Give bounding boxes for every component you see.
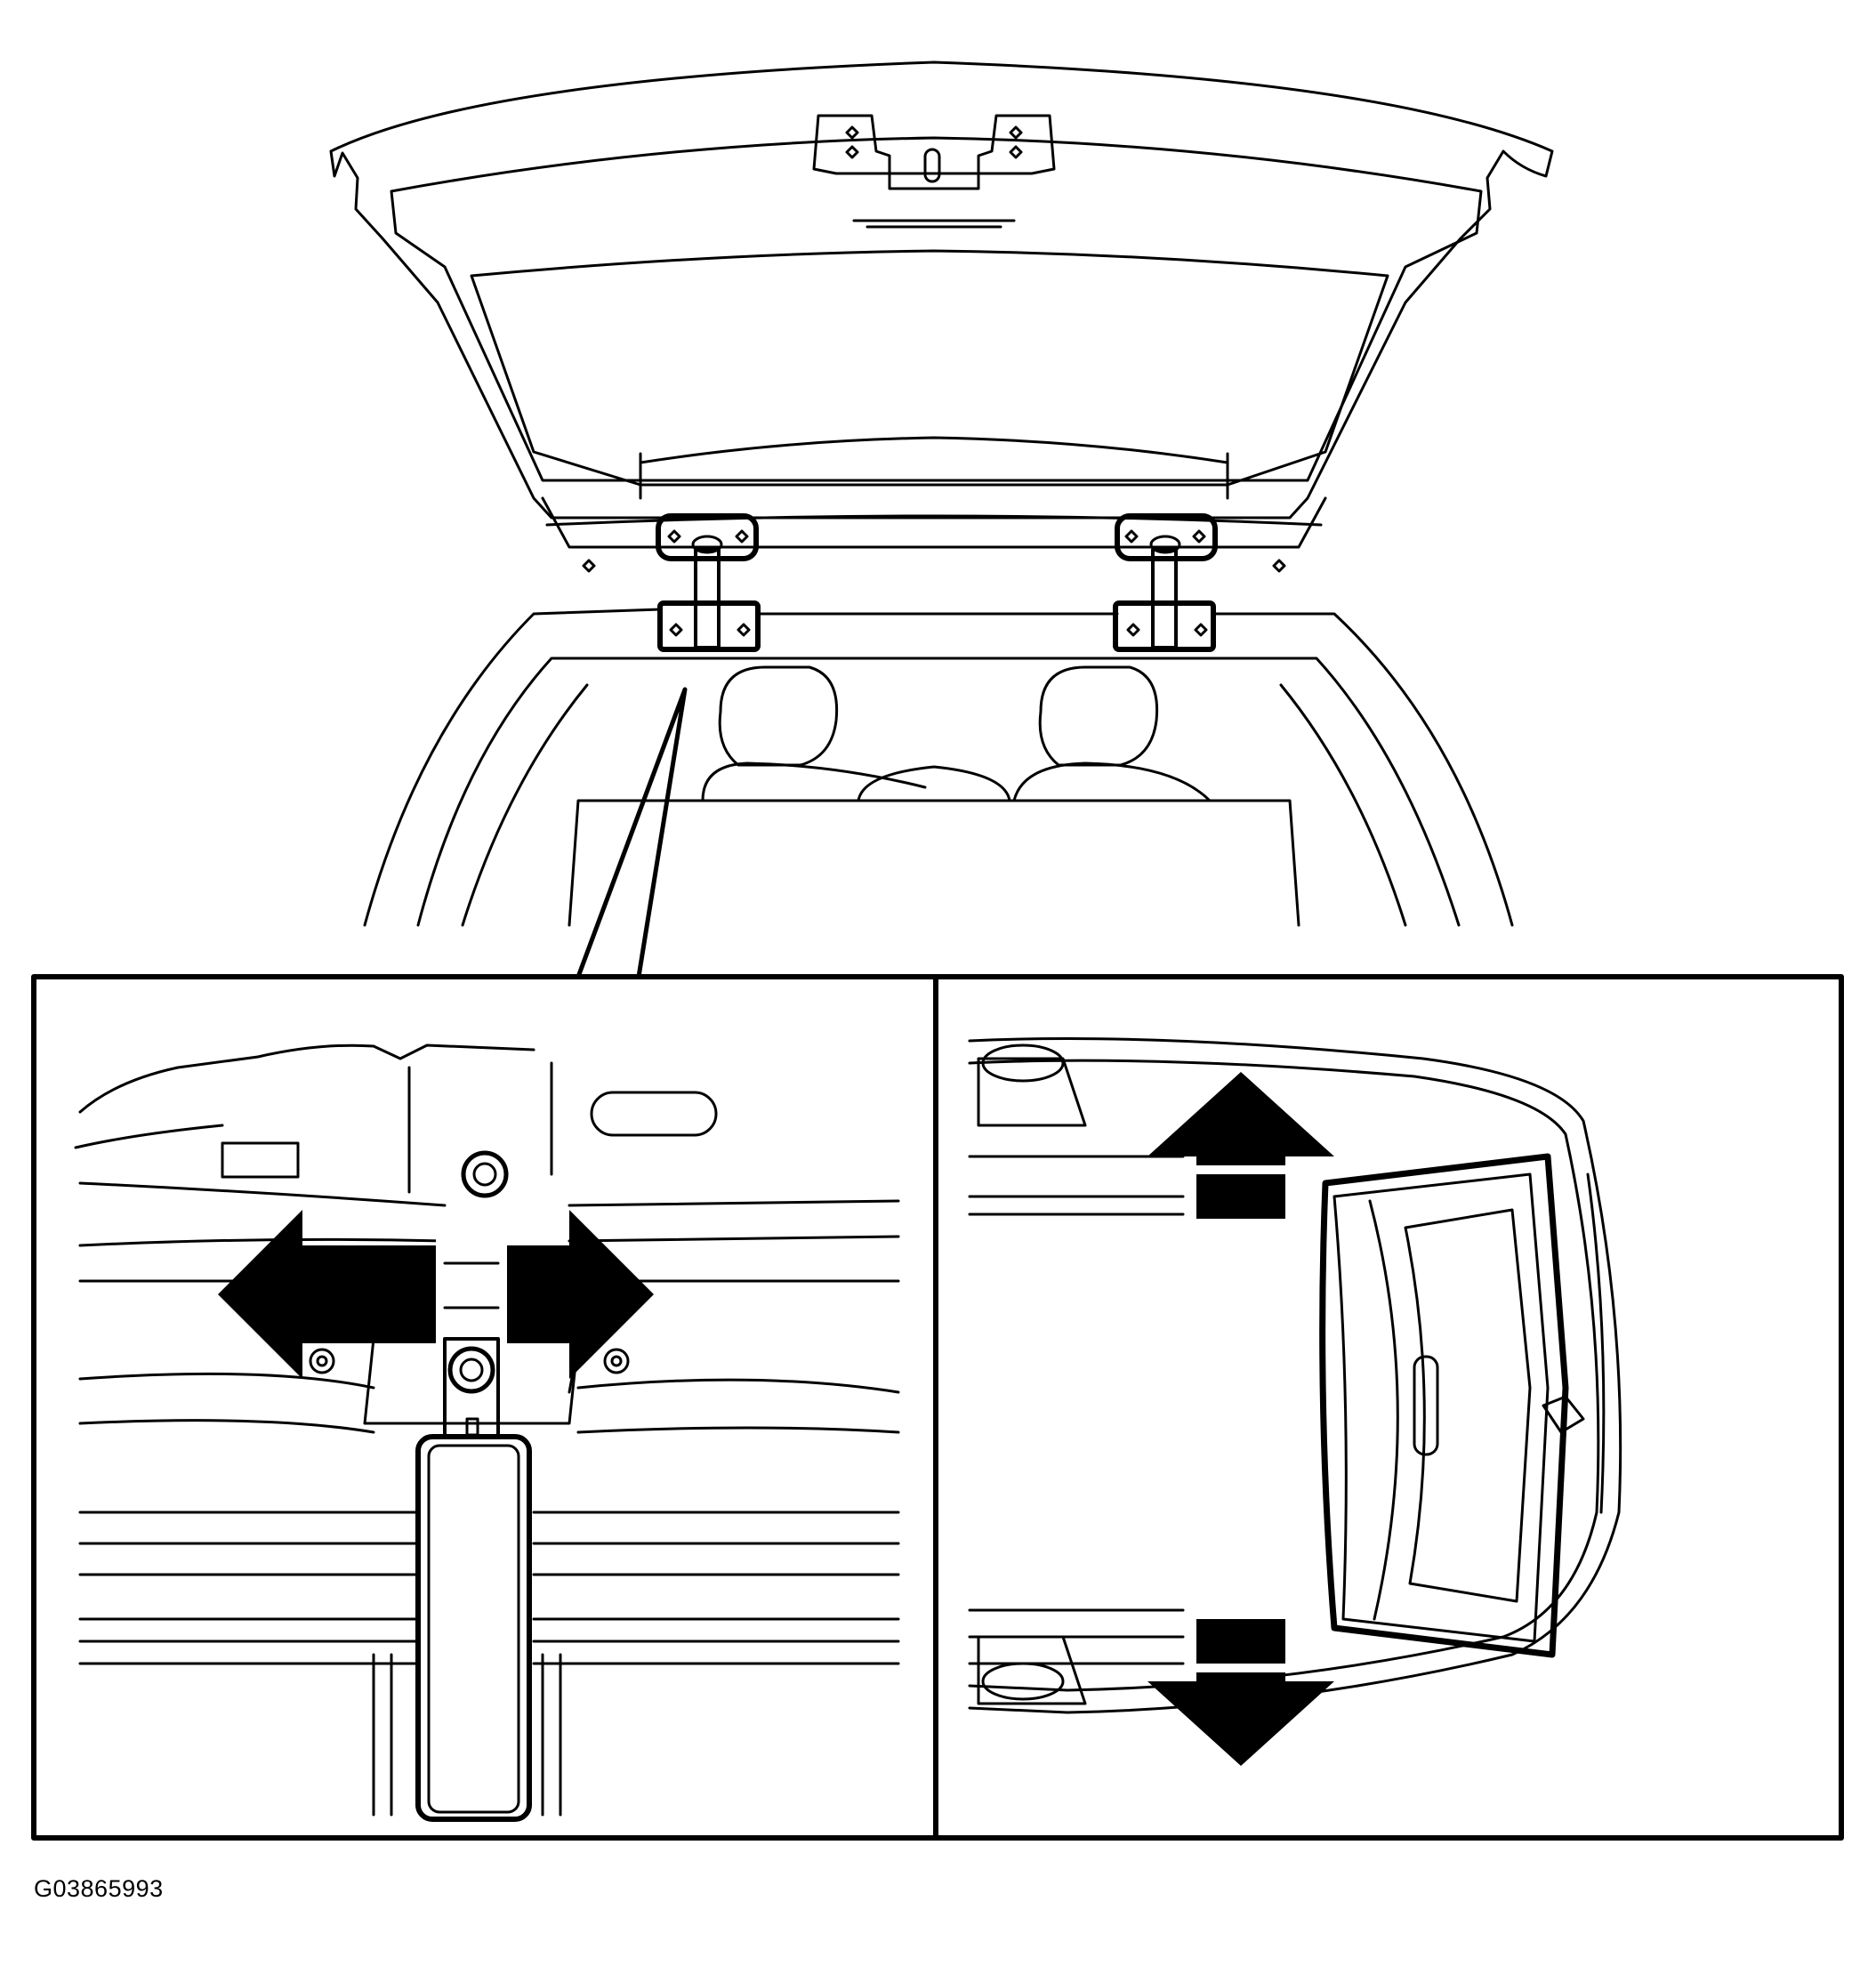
arrow-down-shaft bbox=[1196, 1619, 1285, 1664]
liftgate-glass bbox=[470, 249, 1389, 487]
arrow-up bbox=[1147, 1072, 1334, 1201]
lip-bolt-left bbox=[582, 559, 596, 573]
seat-right bbox=[1038, 665, 1159, 767]
tab-bolt-2 bbox=[845, 145, 859, 159]
body-side-line-left bbox=[461, 683, 589, 927]
arrow-left bbox=[218, 1210, 436, 1379]
top-view-vehicle bbox=[968, 1037, 1622, 1766]
cargo-floor bbox=[568, 799, 1300, 927]
seat-cushion-right bbox=[1012, 761, 1212, 802]
tab-bolt-3 bbox=[1009, 125, 1023, 140]
liftgate-inner-edge bbox=[390, 136, 1483, 482]
lip-bolt-right bbox=[1272, 559, 1286, 573]
seat-cushion-left bbox=[701, 761, 927, 802]
body-opening-inner bbox=[416, 657, 1461, 927]
right-hinge bbox=[1113, 513, 1218, 652]
liftgate-outer-edge bbox=[329, 60, 1554, 520]
detail-leader-line bbox=[576, 687, 688, 979]
arrow-up-shaft bbox=[1196, 1174, 1285, 1219]
latch-slot bbox=[923, 148, 941, 183]
left-hinge bbox=[656, 513, 761, 652]
seat-left bbox=[718, 665, 839, 767]
rear-view-liftgate-open bbox=[329, 60, 1554, 979]
tab-bolt-4 bbox=[1009, 145, 1023, 159]
tab-bolt-1 bbox=[845, 125, 859, 140]
detail-view-hinge bbox=[74, 1043, 900, 1822]
figure-id-label: G03865993 bbox=[34, 1875, 164, 1902]
latch-tab bbox=[812, 114, 1056, 190]
arrow-down bbox=[1147, 1637, 1334, 1766]
arrow-right bbox=[507, 1210, 654, 1379]
glass-reflection bbox=[639, 436, 1229, 464]
body-side-line-right bbox=[1279, 683, 1407, 927]
liftgate-lower-lip bbox=[541, 496, 1327, 549]
body-opening-outer bbox=[363, 608, 1514, 927]
seat-centre bbox=[857, 765, 1011, 802]
